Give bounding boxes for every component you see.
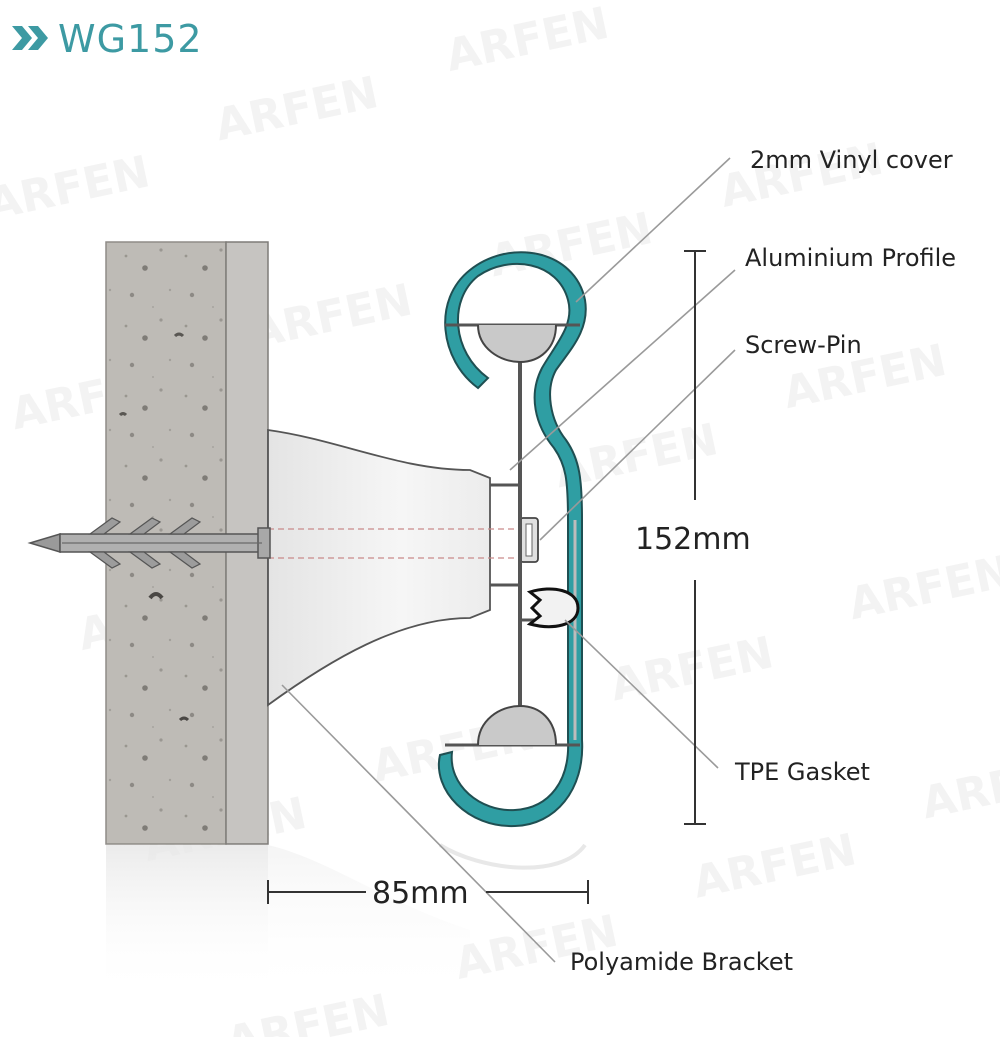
floor-reflection: [106, 843, 587, 1000]
tpe-gasket: [526, 587, 580, 629]
height-dimension: 152mm: [635, 250, 751, 825]
watermark-text: ARFEN: [441, 0, 613, 82]
polyamide-bracket: [267, 428, 491, 707]
dimension-depth: 85mm: [372, 876, 469, 911]
watermark-text: ARFEN: [917, 745, 1000, 829]
wall-plug-icon: [27, 517, 271, 569]
label-vinyl-cover: 2mm Vinyl cover: [750, 146, 953, 174]
watermark-text: ARFEN: [606, 627, 778, 711]
watermark-text: ARFEN: [245, 275, 417, 359]
depth-dimension: 85mm: [267, 876, 589, 911]
double-chevron-right-icon: [12, 26, 48, 50]
watermark-text: ARFEN: [689, 824, 861, 908]
screw-hole-guides: [268, 528, 522, 559]
label-screw-pin: Screw-Pin: [745, 331, 862, 359]
vinyl-cover: [437, 251, 587, 828]
watermark-text: ARFEN: [211, 67, 383, 151]
page-title: WG152: [58, 17, 203, 61]
dimension-height: 152mm: [635, 522, 751, 557]
label-aluminium-profile: Aluminium Profile: [745, 244, 956, 272]
watermark-text: ARFEN: [844, 546, 1000, 630]
header: WG152: [12, 17, 203, 61]
label-polyamide-bracket: Polyamide Bracket: [570, 948, 793, 976]
aluminium-profile: [437, 251, 587, 828]
label-tpe-gasket: TPE Gasket: [734, 758, 870, 786]
callout-leaders: [281, 157, 736, 963]
watermark-text: ARFEN: [0, 146, 154, 230]
screw-pin: [519, 517, 539, 563]
